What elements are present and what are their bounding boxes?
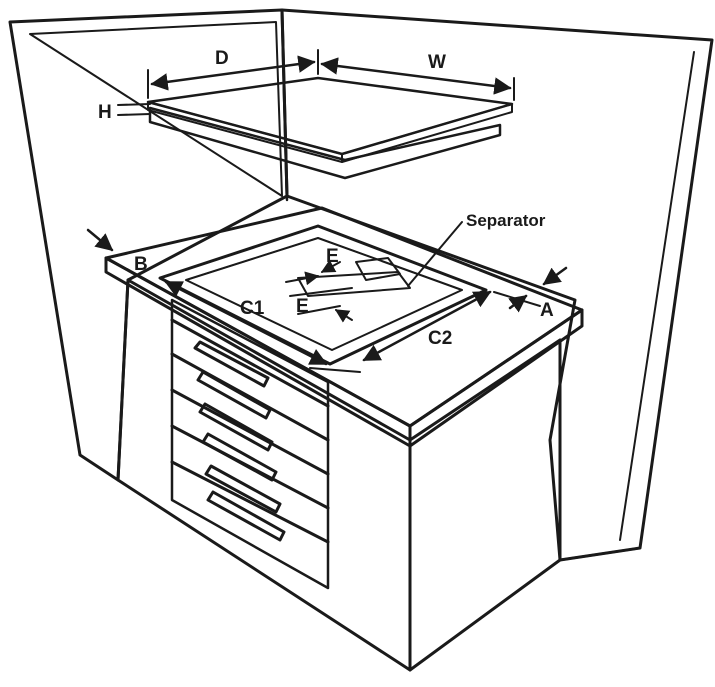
label-c2: C2: [428, 328, 452, 349]
drawer-1: [170, 318, 330, 408]
countertop: [104, 206, 584, 448]
drawer-handle-1: [193, 340, 270, 388]
cutout-inner-wall-left: [185, 237, 319, 281]
drawer-handle-5: [204, 464, 282, 514]
right-wall-base: [558, 546, 642, 562]
dimension-a: A: [493, 266, 568, 321]
label-c1: C1: [240, 298, 265, 319]
label-a: A: [540, 300, 554, 321]
label-e-top: E: [326, 246, 339, 267]
cabinet-right-side: [408, 338, 562, 672]
dimension-c1: C1: [164, 280, 361, 373]
drawer-6: [206, 490, 286, 542]
label-separator: Separator: [466, 211, 546, 230]
drawer-column: [170, 298, 330, 590]
drawer-handle-6: [206, 490, 286, 542]
drawer-handle-2: [196, 370, 272, 420]
dimension-b: B: [86, 228, 148, 275]
countertop-front-edge: [104, 256, 412, 448]
countertop-top: [104, 206, 584, 428]
label-d: D: [215, 48, 229, 69]
dimension-w: W: [320, 52, 515, 101]
cabinet: [116, 278, 562, 672]
dimension-d: D: [147, 48, 319, 99]
separator-patch: [355, 257, 401, 281]
cutout-inner-wall-back: [317, 237, 463, 291]
left-wall-inner: [29, 21, 283, 197]
drawer-3: [170, 388, 330, 476]
label-w: W: [428, 52, 446, 73]
drawer-handle-4: [201, 432, 278, 482]
cooktop-right-edge: [341, 103, 513, 163]
cooktop-underside: [148, 106, 502, 180]
label-e-bottom: E: [296, 296, 309, 317]
wall-corner-line: [280, 8, 289, 202]
drawer-handle-3: [198, 402, 274, 452]
drawer-2: [170, 352, 330, 442]
drawer-4: [170, 424, 330, 510]
corner-walls: [8, 8, 714, 562]
dimension-h: H: [98, 102, 151, 123]
separator-callout: Separator: [407, 211, 546, 287]
dimension-c2: C2: [362, 290, 492, 362]
right-wall: [280, 8, 714, 562]
label-b: B: [134, 254, 148, 275]
label-h: H: [98, 102, 112, 123]
dimension-e: E E: [285, 246, 353, 323]
cooktop: [146, 76, 514, 180]
drawer-5: [170, 460, 330, 544]
right-wall-inner-edge: [619, 51, 695, 541]
